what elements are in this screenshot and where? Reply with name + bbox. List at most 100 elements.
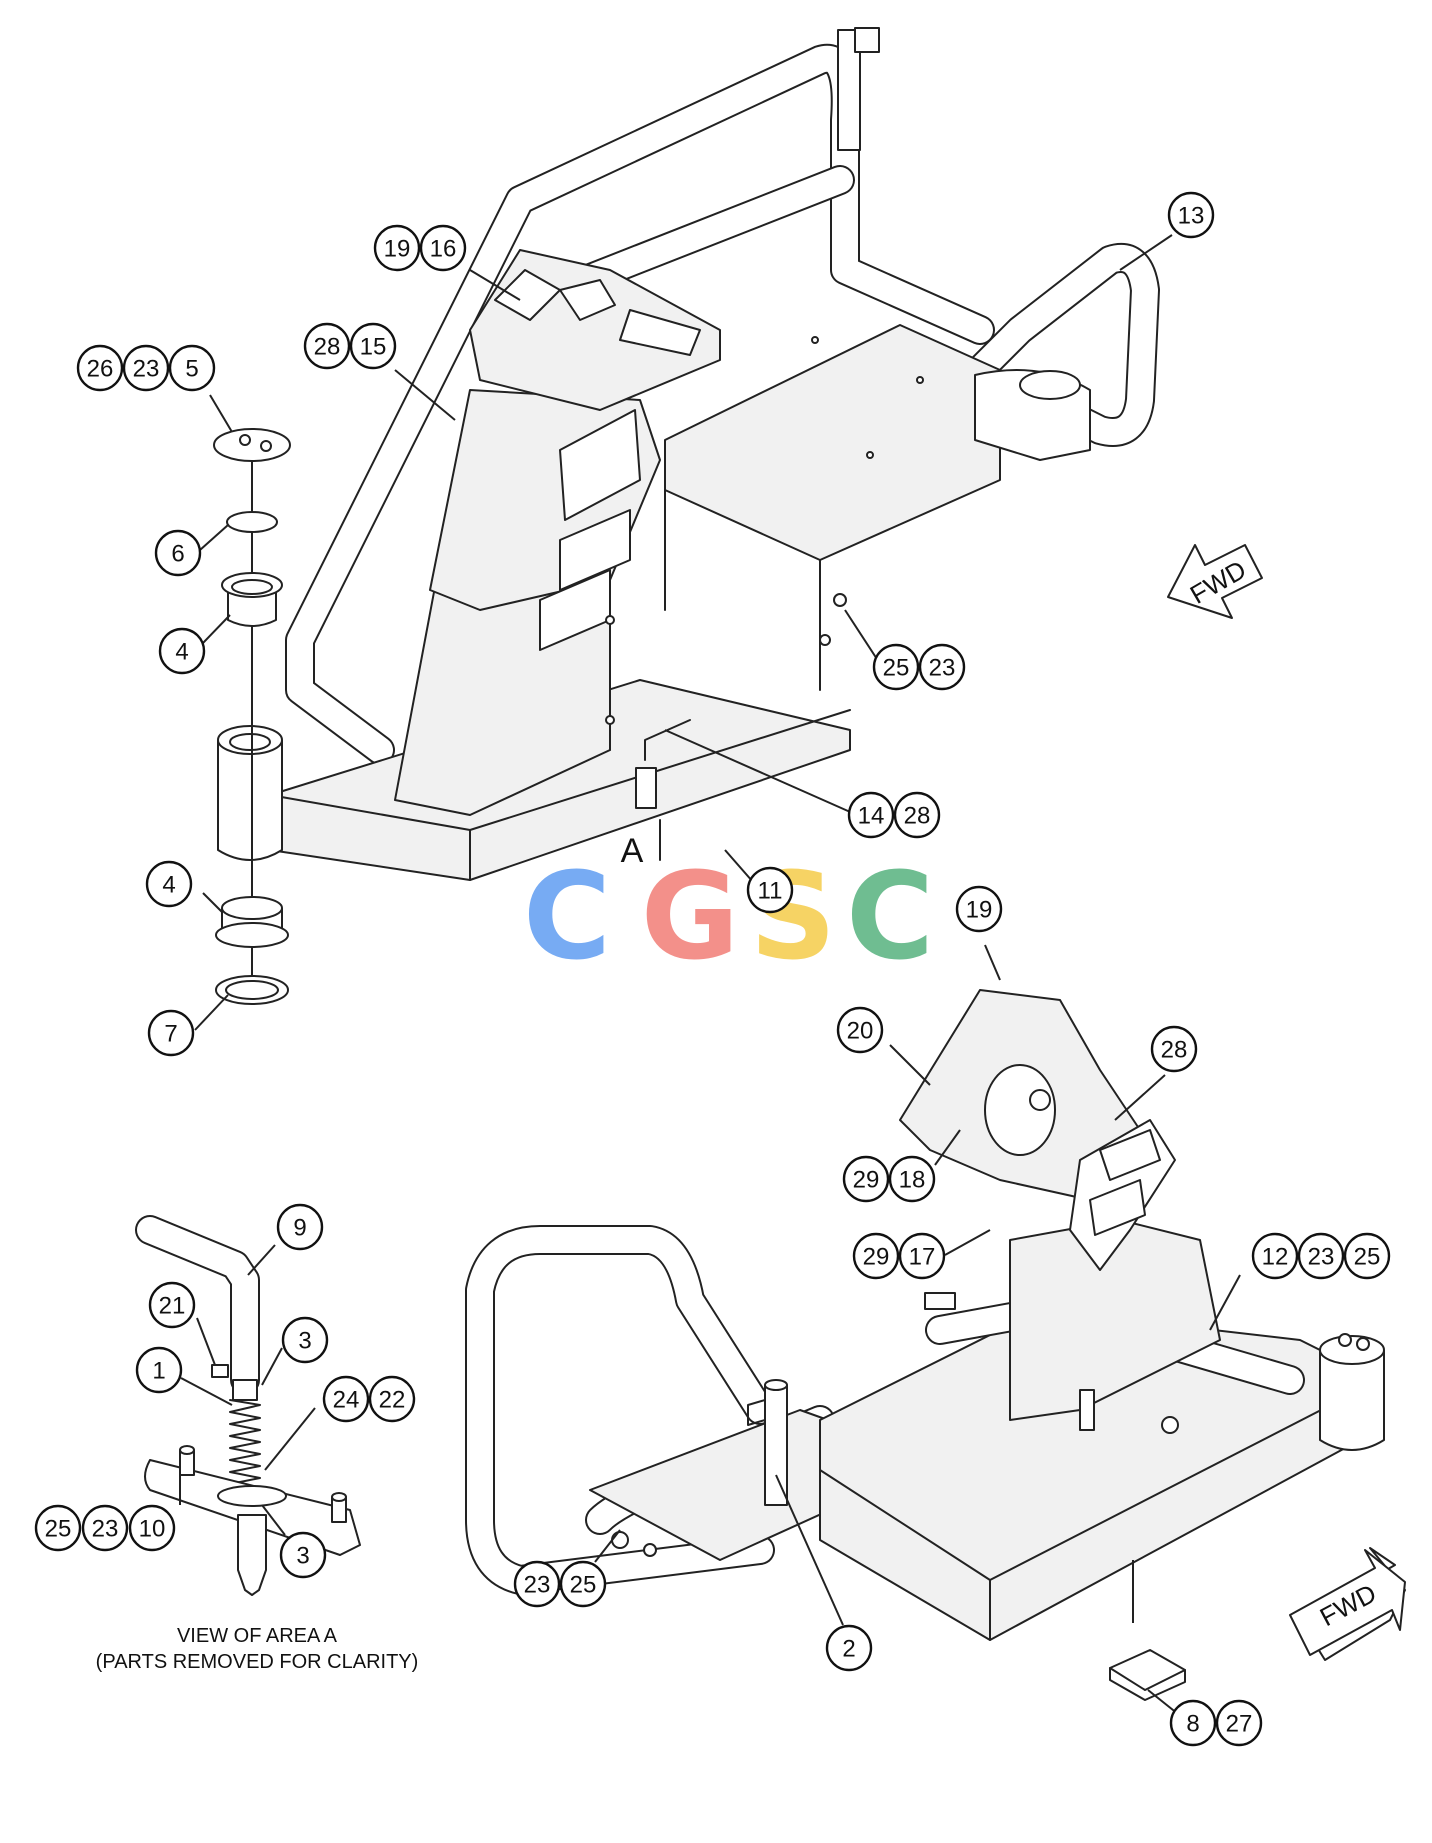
svg-text:15: 15 — [360, 334, 387, 361]
area-a-detail — [135, 1215, 361, 1596]
callout-1: 1 — [135, 1346, 183, 1394]
svg-text:24: 24 — [333, 1387, 360, 1414]
svg-text:25: 25 — [45, 1516, 72, 1543]
bushing-stack — [213, 428, 291, 1005]
callout-4-upper: 4 — [158, 627, 206, 675]
svg-text:23: 23 — [92, 1516, 119, 1543]
callout-16: 16 — [419, 224, 467, 272]
svg-text:6: 6 — [171, 541, 184, 568]
callout-8: 8 — [1169, 1699, 1217, 1747]
callout-6: 6 — [154, 529, 202, 577]
callout-27: 27 — [1215, 1699, 1263, 1747]
watermark-letter-g: G — [641, 848, 740, 987]
callout-28-lower: 28 — [1150, 1025, 1198, 1073]
callout-23-lower-right: 23 — [1297, 1232, 1345, 1280]
callout-29-lower: 29 — [852, 1232, 900, 1280]
callout-15: 15 — [349, 322, 397, 370]
callout-25-lower-left: 25 — [559, 1560, 607, 1608]
svg-text:23: 23 — [133, 356, 160, 383]
callout-3-lower: 3 — [279, 1531, 327, 1579]
svg-text:4: 4 — [162, 872, 175, 899]
callout-9: 9 — [276, 1203, 324, 1251]
svg-text:5: 5 — [185, 356, 198, 383]
svg-text:4: 4 — [175, 639, 188, 666]
svg-text:21: 21 — [159, 1293, 186, 1320]
lower-frame-assembly — [465, 989, 1385, 1701]
svg-text:28: 28 — [1161, 1037, 1188, 1064]
area-a-label: A — [621, 832, 644, 870]
svg-text:13: 13 — [1178, 203, 1205, 230]
svg-text:28: 28 — [904, 803, 931, 830]
callout-21: 21 — [148, 1281, 196, 1329]
callout-20: 20 — [836, 1006, 884, 1054]
svg-text:17: 17 — [909, 1244, 936, 1271]
callout-23-lower-left: 23 — [513, 1560, 561, 1608]
callouts: 19 16 28 15 26 23 5 6 4 4 7 13 25 23 14 … — [34, 191, 1391, 1747]
svg-text:11: 11 — [758, 878, 783, 905]
callout-2: 2 — [825, 1624, 873, 1672]
svg-text:19: 19 — [384, 236, 411, 263]
callout-25-upper-right: 25 — [872, 643, 920, 691]
callout-18: 18 — [888, 1155, 936, 1203]
svg-text:8: 8 — [1186, 1711, 1199, 1738]
callout-25-lower-right: 25 — [1343, 1232, 1391, 1280]
svg-text:18: 18 — [899, 1167, 926, 1194]
callout-10: 10 — [128, 1504, 176, 1552]
leader-lines — [179, 234, 1241, 1719]
callout-24: 24 — [322, 1375, 370, 1423]
callout-23-area-a: 23 — [81, 1504, 129, 1552]
svg-text:19: 19 — [966, 897, 993, 924]
svg-text:26: 26 — [87, 356, 114, 383]
watermark-letter-c2: C — [846, 848, 934, 987]
svg-text:23: 23 — [929, 655, 956, 682]
svg-text:29: 29 — [863, 1244, 890, 1271]
svg-text:29: 29 — [853, 1167, 880, 1194]
watermark-logo: C G S C — [523, 848, 934, 987]
caption-line-1: VIEW OF AREA A — [177, 1625, 338, 1647]
svg-text:3: 3 — [296, 1543, 309, 1570]
callout-26: 26 — [76, 344, 124, 392]
callout-13: 13 — [1167, 191, 1215, 239]
callout-23-upper-right: 23 — [918, 643, 966, 691]
callout-17: 17 — [898, 1232, 946, 1280]
callout-29-upper: 29 — [842, 1155, 890, 1203]
svg-text:25: 25 — [883, 655, 910, 682]
svg-text:3: 3 — [298, 1328, 311, 1355]
svg-text:14: 14 — [858, 803, 885, 830]
callout-5: 5 — [168, 344, 216, 392]
svg-text:7: 7 — [164, 1021, 177, 1048]
callout-25-area-a: 25 — [34, 1504, 82, 1552]
callout-28-upper-left: 28 — [303, 322, 351, 370]
watermark-letter-c1: C — [523, 848, 611, 987]
svg-text:23: 23 — [524, 1572, 551, 1599]
upper-frame-assembly — [217, 27, 1160, 881]
svg-text:9: 9 — [293, 1215, 306, 1242]
callout-19-upper: 19 — [373, 224, 421, 272]
fwd-arrow-upper: FWD — [1167, 544, 1263, 619]
callout-11: 11 — [746, 866, 794, 914]
svg-text:12: 12 — [1262, 1244, 1289, 1271]
svg-text:25: 25 — [570, 1572, 597, 1599]
callout-19-lower: 19 — [955, 885, 1003, 933]
callout-14: 14 — [847, 791, 895, 839]
callout-12: 12 — [1251, 1232, 1299, 1280]
svg-text:20: 20 — [847, 1018, 874, 1045]
svg-text:28: 28 — [314, 334, 341, 361]
svg-text:22: 22 — [379, 1387, 406, 1414]
svg-text:27: 27 — [1226, 1711, 1253, 1738]
callout-4-lower: 4 — [145, 860, 193, 908]
callout-23-upper-left: 23 — [122, 344, 170, 392]
svg-text:16: 16 — [430, 236, 457, 263]
svg-text:25: 25 — [1354, 1244, 1381, 1271]
svg-text:23: 23 — [1308, 1244, 1335, 1271]
svg-text:2: 2 — [842, 1636, 855, 1663]
svg-text:10: 10 — [139, 1516, 166, 1543]
caption-line-2: (PARTS REMOVED FOR CLARITY) — [96, 1651, 419, 1673]
svg-text:1: 1 — [152, 1358, 165, 1385]
callout-22: 22 — [368, 1375, 416, 1423]
fwd-arrow-lower: FWD — [1289, 1547, 1406, 1661]
callout-7: 7 — [147, 1009, 195, 1057]
callout-28-upper-right: 28 — [893, 791, 941, 839]
callout-3-upper: 3 — [281, 1316, 329, 1364]
